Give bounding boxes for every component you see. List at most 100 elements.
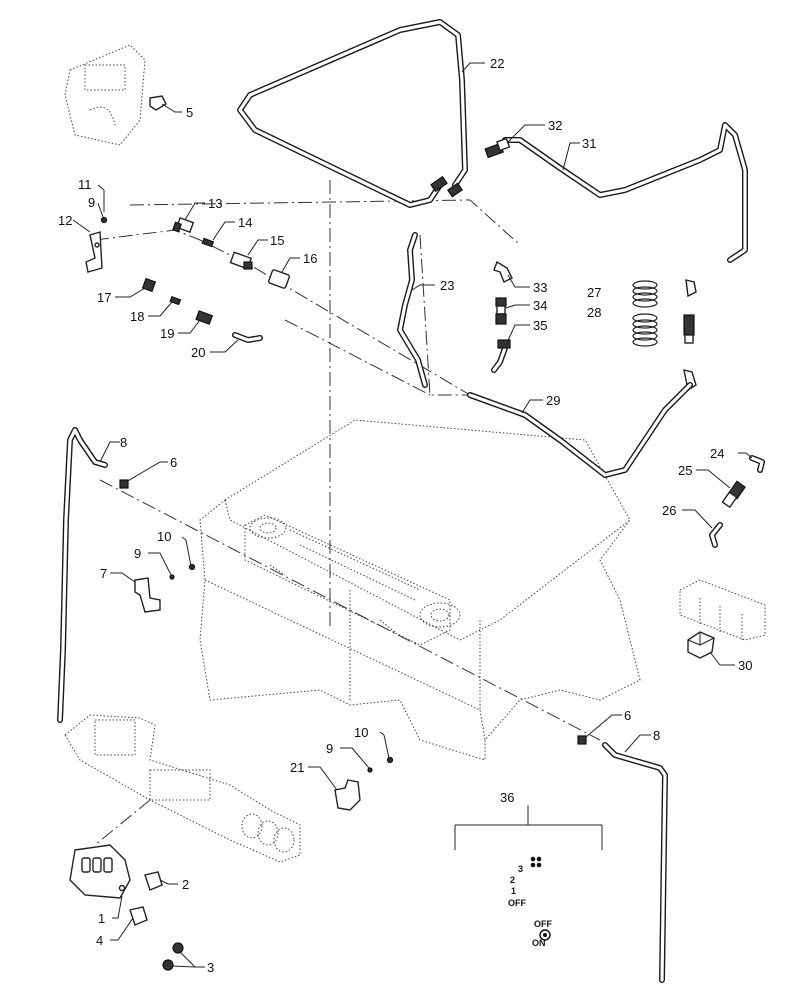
callout-1: 1 (98, 911, 105, 926)
power-ring-icon (539, 929, 551, 941)
callout-9-top: 9 (88, 195, 95, 210)
filter-30 (687, 631, 715, 659)
cab-panel-upper (64, 44, 146, 146)
callout-33: 33 (533, 280, 547, 295)
knob-2 (144, 871, 163, 891)
fitting-17 (141, 277, 157, 293)
callout-8-lower: 8 (653, 728, 660, 743)
clamp-14 (201, 237, 215, 248)
callout-9-mid: 9 (134, 546, 141, 561)
callout-26: 26 (662, 503, 676, 518)
decal-speed-1: 1 (511, 886, 516, 896)
bracket-21 (334, 779, 361, 811)
callout-25: 25 (678, 463, 692, 478)
decal-36-bracket (454, 805, 603, 850)
callout-21: 21 (290, 760, 304, 775)
clamp-6-left (119, 479, 129, 489)
callout-27: 27 (587, 285, 601, 300)
bracket-12 (85, 231, 103, 273)
callout-14: 14 (238, 215, 252, 230)
clamp-18 (169, 295, 182, 306)
callout-36: 36 (500, 790, 514, 805)
console-panel-lower (64, 714, 301, 863)
spring-27 (632, 280, 658, 308)
elbow-24 (749, 455, 765, 473)
callout-23: 23 (440, 278, 454, 293)
spring-28 (632, 313, 658, 347)
callout-16: 16 (303, 251, 317, 266)
machine-body-outline (199, 419, 641, 761)
callout-13: 13 (208, 196, 222, 211)
callout-6-upper: 6 (170, 455, 177, 470)
callout-22: 22 (490, 56, 504, 71)
decal-36-legend: 3 2 1 OFF OFF ON (508, 864, 552, 948)
callout-5: 5 (186, 105, 193, 120)
washer-9-mid (169, 574, 175, 580)
elbow-35 (491, 339, 511, 373)
callout-9-low: 9 (326, 741, 333, 756)
callout-10-low: 10 (354, 725, 368, 740)
callout-20: 20 (191, 345, 205, 360)
callout-30: 30 (738, 658, 752, 673)
bracket-7 (134, 577, 161, 613)
callout-7: 7 (100, 566, 107, 581)
decal-on-label: ON (532, 938, 546, 948)
hose-31-end-fittings (683, 279, 697, 392)
decal-speed-3: 3 (518, 864, 523, 874)
fitting-25 (721, 480, 746, 509)
callout-2: 2 (182, 877, 189, 892)
callout-10-mid: 10 (157, 529, 171, 544)
fitting-19 (195, 310, 214, 325)
fitting-15 (229, 251, 253, 270)
callout-labels: 1 2 3 4 5 6 6 7 8 8 9 9 9 10 10 11 12 13… (58, 56, 752, 975)
callout-17: 17 (97, 290, 111, 305)
elbow-26 (709, 522, 723, 548)
callout-11: 11 (78, 177, 92, 192)
callout-12: 12 (58, 213, 72, 228)
screw-10-low (386, 756, 394, 764)
hose-8-left (57, 427, 108, 723)
callout-4: 4 (96, 933, 103, 948)
hose-29 (467, 382, 693, 478)
nut-3-a (172, 942, 184, 954)
hose-8-right (602, 742, 668, 983)
knob-4 (129, 906, 148, 926)
callout-8-upper: 8 (120, 435, 127, 450)
fan-icon (530, 856, 542, 868)
cylinder-assembly-outline (244, 514, 461, 646)
callout-15: 15 (270, 233, 284, 248)
callout-leaders (72, 62, 753, 968)
callout-32: 32 (548, 118, 562, 133)
callout-34: 34 (533, 298, 547, 313)
clamp-6-right (577, 735, 587, 745)
fitting-16 (268, 269, 290, 289)
clip-5 (149, 95, 167, 111)
assembly-centerlines (94, 139, 601, 741)
callout-29: 29 (546, 393, 560, 408)
decal-speed-2: 2 (510, 875, 515, 885)
washer-9-top (100, 216, 108, 224)
switch-plate-1 (69, 844, 131, 899)
callout-24: 24 (710, 446, 724, 461)
callout-28: 28 (587, 305, 601, 320)
hose-22 (237, 19, 468, 208)
screw-10-mid (188, 563, 196, 571)
hose-elbow-20 (232, 332, 263, 343)
elbow-33 (493, 260, 513, 283)
hose-22-fittings (430, 175, 464, 198)
fitting-13 (172, 217, 195, 233)
washer-9-low (367, 767, 373, 773)
nut-3-b (162, 959, 174, 971)
callout-6-lower: 6 (624, 708, 631, 723)
callout-19: 19 (160, 326, 174, 341)
callout-18: 18 (130, 309, 144, 324)
filter-housing-outline (679, 579, 766, 641)
hose-31 (502, 122, 748, 263)
decal-off-label-2: OFF (534, 919, 552, 929)
fitting-32 (484, 137, 511, 159)
callout-3: 3 (207, 960, 214, 975)
callout-35: 35 (533, 318, 547, 333)
fitting-34 (495, 297, 507, 325)
decal-off-label: OFF (508, 898, 526, 908)
